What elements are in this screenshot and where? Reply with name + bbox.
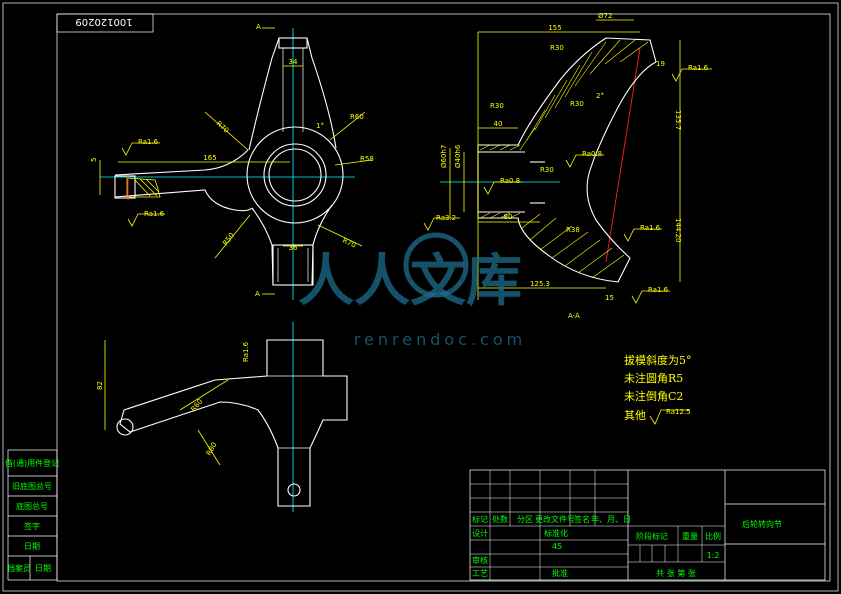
dim-14420: 144.20: [674, 218, 682, 243]
dim-r30c: R30: [570, 100, 584, 108]
code-box: [56, 13, 154, 33]
dim-r60b: R60: [189, 398, 204, 414]
ra-6: Ra1.6: [688, 64, 709, 72]
tech-notes: 拔模斜度为5° 未注圆角R5 未注倒角C2 其他 Ra12.5: [624, 353, 692, 425]
review-label: 审核: [472, 555, 488, 565]
dim-34: 34: [289, 58, 298, 66]
note-4: 其他: [624, 409, 646, 422]
left-block: 借(通)用件登记 旧底图总号 底图总号 签字 日期 档案员 日期: [5, 449, 59, 581]
stage-label: 阶段标记: [636, 531, 668, 541]
note-2: 未注圆角R5: [624, 371, 683, 385]
material-value: 45: [552, 542, 562, 551]
dim-r30a: R30: [550, 44, 564, 52]
hdr-date: 年、月、日: [591, 514, 631, 524]
scale-label: 比例: [705, 531, 721, 541]
note-3: 未注倒角C2: [624, 389, 683, 403]
dim-r50: R50: [221, 231, 236, 247]
dim-r30d: R30: [540, 166, 554, 174]
left-row-2: 旧底图总号: [12, 481, 52, 491]
watermark: 人人文库 renrendoc.com: [298, 232, 526, 349]
ra-8: Ra1.6: [648, 286, 669, 294]
inner-border: [56, 13, 831, 582]
dim-r58: R58: [360, 155, 374, 163]
dim-2deg: 2°: [596, 92, 604, 100]
dim-82: 82: [96, 381, 104, 390]
watermark-text: 人人文库: [298, 249, 522, 314]
dim-phi40h6: Ø40h6: [454, 144, 462, 168]
hdr-sign: 签名: [574, 514, 590, 524]
dim-r38: R38: [566, 226, 580, 234]
dim-36: 36: [289, 244, 298, 252]
code-box-text: 100120209: [75, 16, 132, 27]
dim-1253: 125.3: [530, 280, 550, 288]
dim-155: 155: [548, 24, 561, 32]
drawing-title: 后轮转向节: [742, 519, 782, 529]
process-label: 工艺: [472, 569, 488, 578]
left-row-5: 日期: [24, 542, 40, 551]
note-1: 拔模斜度为5°: [624, 353, 692, 367]
side-view: 82 R60 R80 Ra1.6: [96, 322, 348, 512]
ra-7: Ra1.6: [640, 224, 661, 232]
dim-1deg: 1°: [316, 122, 324, 130]
dim-5: 5: [90, 158, 98, 162]
ra-3: Ra0.8: [582, 150, 602, 158]
note-4-ra: Ra12.5: [666, 408, 691, 416]
standard-label: 标准化: [544, 528, 568, 538]
dim-40: 40: [494, 120, 503, 128]
dim-phi60h7: Ø60h7: [440, 145, 448, 168]
approve-label: 批准: [552, 568, 568, 578]
dim-19: 19: [656, 60, 665, 68]
ra-1: Ra1.6: [138, 138, 159, 146]
section-label: A-A: [568, 312, 580, 320]
left-row-4: 签字: [24, 521, 40, 531]
watermark-url: renrendoc.com: [354, 330, 526, 349]
scale-value: 1:2: [707, 551, 720, 560]
hdr-zone: 分区: [517, 515, 533, 524]
dim-r60: R60: [350, 113, 364, 121]
left-bottom-1: 档案员: [7, 563, 31, 573]
design-label: 设计: [472, 528, 488, 538]
dim-72: Ø72: [598, 12, 612, 20]
dim-80: 80: [504, 213, 513, 221]
left-row-3: 底图总号: [16, 501, 48, 511]
dim-r70b: R70: [341, 237, 357, 250]
hdr-count: 处数: [492, 514, 508, 524]
sheets-label: 共 张 第 张: [656, 568, 696, 578]
hdr-mark: 标记: [472, 514, 488, 524]
dim-r30b: R30: [490, 102, 504, 110]
hdr-file: 更改文件号: [535, 514, 575, 524]
dim-15: 15: [605, 294, 614, 302]
section-view: 155 Ø72 40 80 125.3 135.7 144.20 Ø60h7 Ø…: [423, 12, 712, 320]
title-block: 标记 处数 分区 更改文件号 签名 年、月、日 设计 标准化 45 审核 工艺 …: [469, 469, 826, 581]
dim-165: 165: [203, 154, 216, 162]
left-bottom-2: 日期: [35, 564, 51, 573]
section-mark-bottom: A: [255, 290, 260, 298]
weight-label: 重量: [682, 531, 698, 541]
dim-1357: 135.7: [674, 110, 682, 130]
section-mark-top: A: [256, 23, 261, 31]
left-row-1: 借(通)用件登记: [5, 458, 59, 468]
ra-4: Ra0.8: [500, 177, 520, 185]
ra-9: Ra1.6: [242, 341, 250, 362]
